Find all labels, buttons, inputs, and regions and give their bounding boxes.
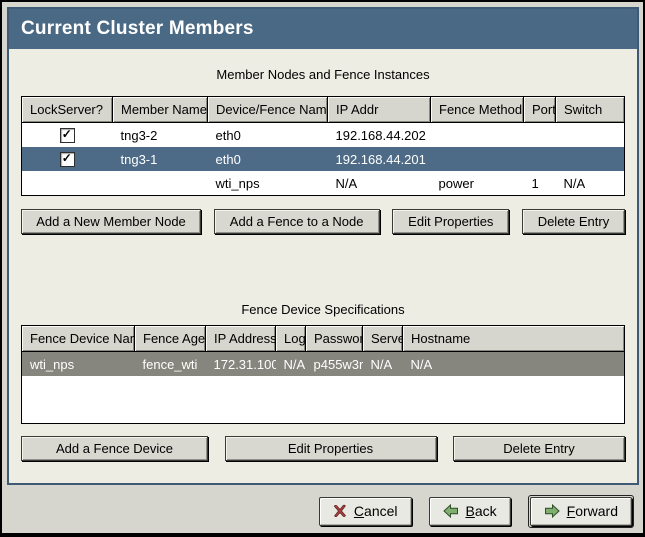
lockserver-checkbox[interactable]: ✓ (60, 152, 75, 167)
member-name-cell: tng3-1 (113, 147, 208, 171)
fence-instance-row-wti-nps[interactable]: wti_nps N/A power 1 N/A (22, 171, 625, 196)
member-row-tng3-2[interactable]: ✓ tng3-2 eth0 192.168.44.202 (22, 123, 625, 148)
member-row-tng3-1-selected[interactable]: ✓ tng3-1 eth0 192.168.44.201 (22, 147, 625, 171)
add-fence-to-node-button[interactable]: Add a Fence to a Node (214, 209, 380, 234)
column-header-port[interactable]: Port (524, 97, 556, 123)
content-panel: Current Cluster Members Member Nodes and… (7, 7, 639, 485)
lockserver-cell: ✓ (22, 147, 113, 171)
default-button-ring: Forward (528, 495, 634, 528)
column-header-ip-addr[interactable]: IP Addr (328, 97, 431, 123)
fence-table-header-row: Fence Device Name Fence Agent IP Address… (22, 326, 625, 352)
password-cell: p455w3rd (306, 352, 363, 377)
checkmark-icon: ✓ (62, 151, 72, 165)
member-button-row: Add a New Member Node Add a Fence to a N… (21, 209, 625, 234)
port-cell (524, 147, 556, 171)
fence-section-title: Fence Device Specifications (21, 302, 625, 317)
column-header-fence-agent[interactable]: Fence Agent (135, 326, 206, 352)
port-cell (524, 123, 556, 148)
column-header-ip-address[interactable]: IP Address (206, 326, 276, 352)
fence-devices-table: Fence Device Name Fence Agent IP Address… (21, 325, 625, 424)
delete-fence-entry-button[interactable]: Delete Entry (453, 436, 625, 461)
page-title: Current Cluster Members (9, 9, 637, 49)
column-header-server[interactable]: Server (363, 326, 403, 352)
member-name-cell: tng3-2 (113, 123, 208, 148)
column-header-hostname[interactable]: Hostname (403, 326, 625, 352)
checkmark-icon: ✓ (62, 127, 72, 141)
column-header-member-name[interactable]: Member Name (113, 97, 208, 123)
fence-method-cell (431, 123, 524, 148)
fence-device-row-wti-nps-selected[interactable]: wti_nps fence_wti 172.31.100.1 N/A p455w… (22, 352, 625, 377)
edit-member-properties-button[interactable]: Edit Properties (392, 209, 509, 234)
cancel-button[interactable]: Cancel (319, 497, 412, 526)
fence-device-name-cell: wti_nps (22, 352, 135, 377)
forward-button-label: Forward (567, 503, 618, 519)
fence-button-row: Add a Fence Device Edit Properties Delet… (21, 436, 625, 461)
fence-agent-cell: fence_wti (135, 352, 206, 377)
switch-cell (556, 147, 625, 171)
switch-cell: N/A (556, 171, 625, 196)
empty-list-area (22, 376, 625, 423)
column-header-password[interactable]: Password (306, 326, 363, 352)
delete-member-entry-button[interactable]: Delete Entry (522, 209, 625, 234)
column-header-device-fence-name[interactable]: Device/Fence Name (208, 97, 328, 123)
back-button[interactable]: Back (429, 497, 511, 526)
ip-addr-cell: 192.168.44.202 (328, 123, 431, 148)
lockserver-cell (22, 171, 113, 196)
lockserver-cell: ✓ (22, 123, 113, 148)
member-table-header-row: LockServer? Member Name Device/Fence Nam… (22, 97, 625, 123)
login-cell: N/A (276, 352, 306, 377)
port-cell: 1 (524, 171, 556, 196)
back-arrow-icon (443, 504, 459, 518)
hostname-cell: N/A (403, 352, 625, 377)
fence-method-cell (431, 147, 524, 171)
device-fence-name-cell: wti_nps (208, 171, 328, 196)
member-name-cell (113, 171, 208, 196)
column-header-fence-device-name[interactable]: Fence Device Name (22, 326, 135, 352)
device-fence-name-cell: eth0 (208, 123, 328, 148)
device-fence-name-cell: eth0 (208, 147, 328, 171)
fence-method-cell: power (431, 171, 524, 196)
column-header-lockserver[interactable]: LockServer? (22, 97, 113, 123)
switch-cell (556, 123, 625, 148)
ip-addr-cell: N/A (328, 171, 431, 196)
edit-fence-properties-button[interactable]: Edit Properties (225, 436, 437, 461)
panel-content: Member Nodes and Fence Instances LockSer… (9, 67, 637, 461)
member-nodes-table: LockServer? Member Name Device/Fence Nam… (21, 96, 625, 196)
forward-arrow-icon (544, 504, 560, 518)
members-section-title: Member Nodes and Fence Instances (21, 67, 625, 82)
forward-button[interactable]: Forward (530, 497, 632, 526)
server-cell: N/A (363, 352, 403, 377)
add-fence-device-button[interactable]: Add a Fence Device (21, 436, 208, 461)
cancel-x-icon (333, 504, 347, 518)
ip-addr-cell: 192.168.44.201 (328, 147, 431, 171)
cancel-button-label: Cancel (354, 503, 398, 519)
wizard-footer: Cancel Back Forward (2, 489, 645, 533)
column-header-switch[interactable]: Switch (556, 97, 625, 123)
lockserver-checkbox[interactable]: ✓ (60, 128, 75, 143)
column-header-login[interactable]: Login (276, 326, 306, 352)
add-member-node-button[interactable]: Add a New Member Node (21, 209, 201, 234)
ip-address-cell: 172.31.100.1 (206, 352, 276, 377)
back-button-label: Back (466, 503, 497, 519)
column-header-fence-method[interactable]: Fence Method (431, 97, 524, 123)
